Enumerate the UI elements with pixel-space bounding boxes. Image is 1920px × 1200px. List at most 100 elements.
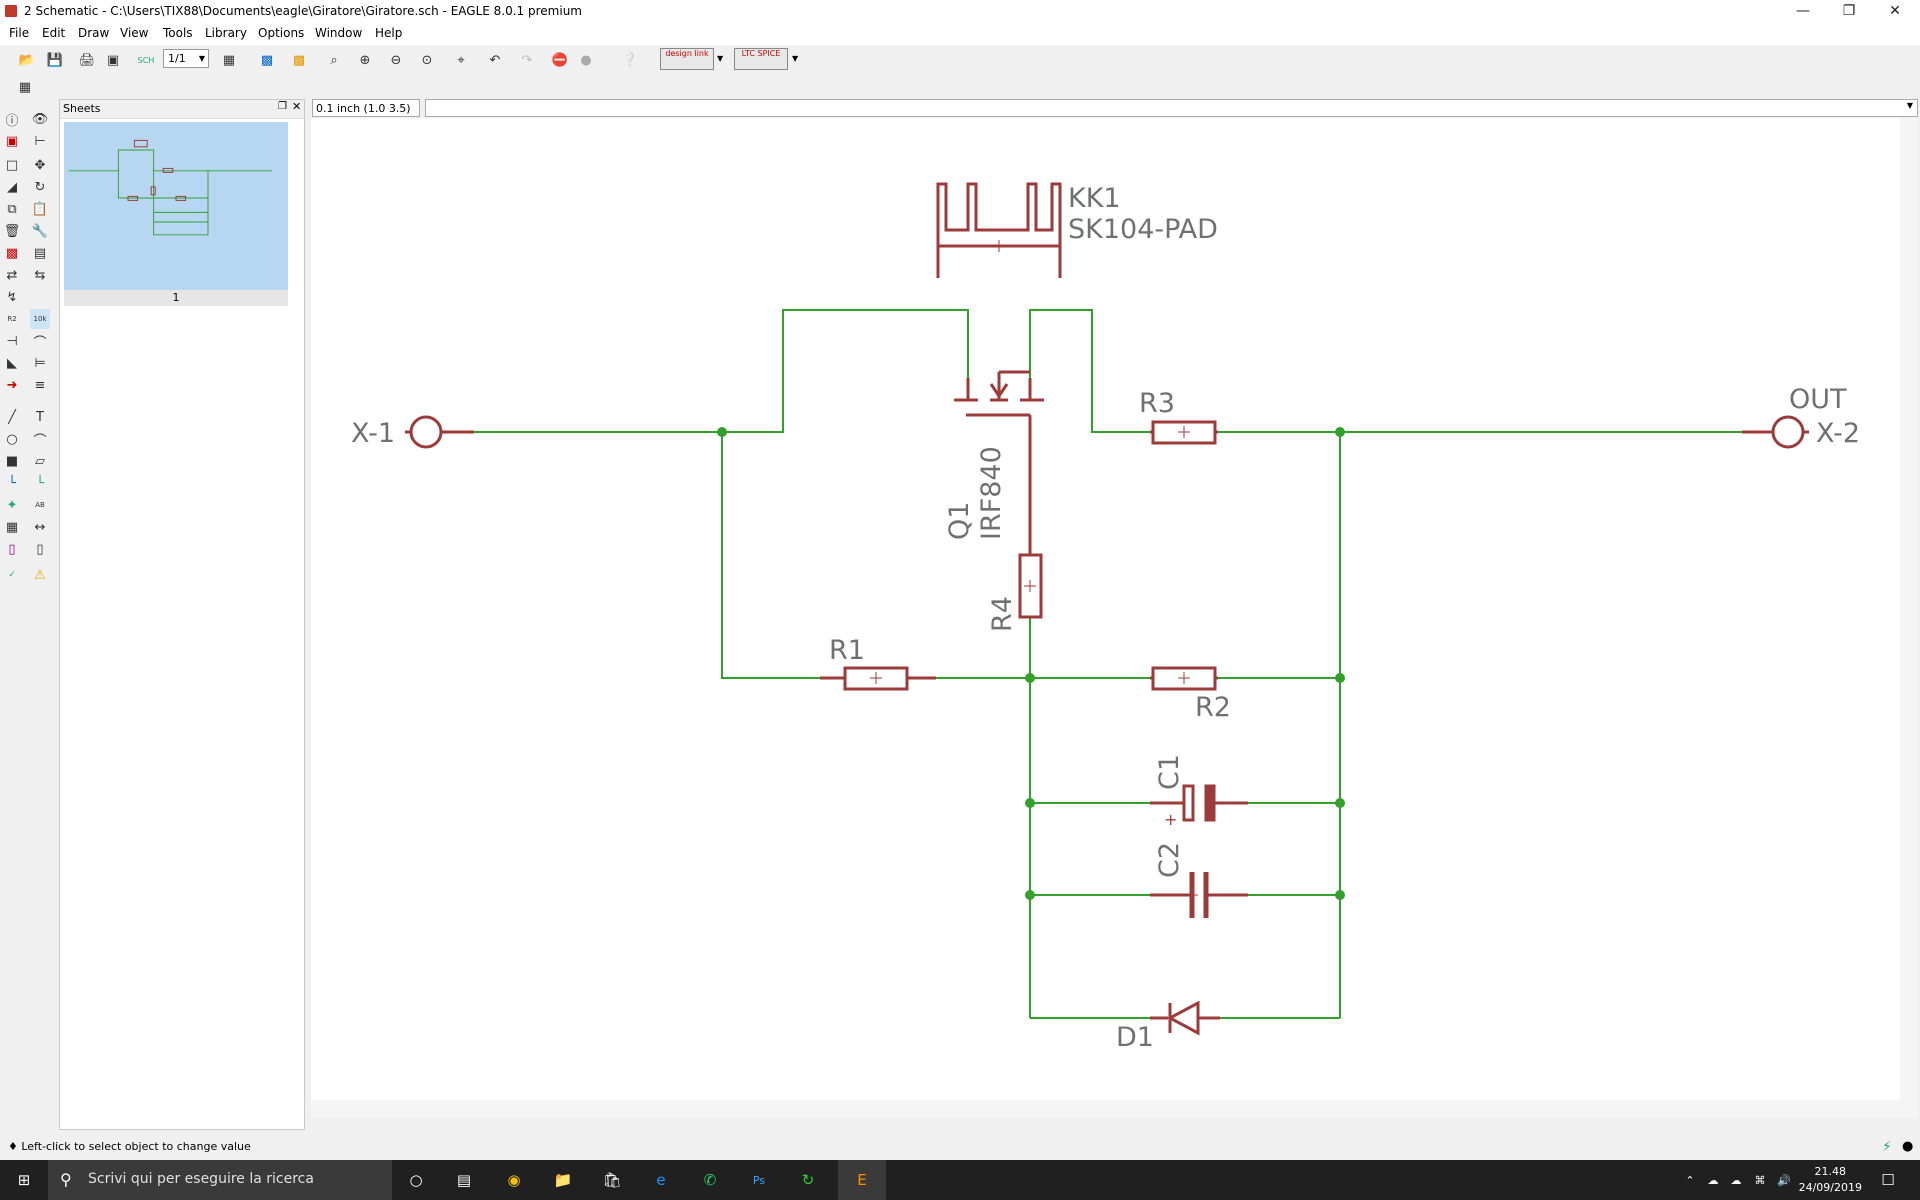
print-icon[interactable]: 🖨 [78, 52, 96, 68]
capacitor-c1-symbol[interactable] [1150, 784, 1248, 822]
pin-swap-icon[interactable]: ⇆ [34, 267, 46, 283]
whatsapp-icon[interactable]: ✆ [703, 1171, 717, 1189]
stop-icon[interactable]: ⛔ [551, 52, 569, 68]
menu-window[interactable]: Window [315, 26, 363, 40]
out-label[interactable]: OUT [1789, 384, 1847, 415]
module-icon[interactable]: ▯ [36, 541, 44, 557]
cortana-icon[interactable]: ○ [409, 1171, 423, 1189]
rotate-icon[interactable]: ↻ [34, 179, 46, 195]
junction-dot[interactable] [1335, 798, 1345, 808]
close-panel-icon[interactable]: ✕ [292, 100, 302, 113]
align-icon[interactable]: ≡ [34, 377, 46, 393]
line-icon[interactable]: ╱ [8, 409, 16, 425]
errors-icon[interactable]: ⚠ [34, 567, 46, 583]
schematic-canvas[interactable]: KK1 SK104-PAD X-1 X-2 OUT R3 R1 R2 D1 Q1… [311, 118, 1918, 1118]
undo-icon[interactable]: ↶ [489, 52, 501, 68]
rectangle-icon[interactable]: ■ [5, 453, 19, 469]
sync-icon[interactable]: ↻ [801, 1171, 815, 1189]
smash-icon[interactable]: ⊣ [6, 333, 18, 349]
connector-x2-symbol[interactable] [1742, 415, 1809, 449]
eagle-taskbar-button[interactable]: E [838, 1160, 886, 1200]
zoom-redraw-icon[interactable]: ⊙ [421, 52, 433, 68]
x1-label[interactable]: X-1 [351, 418, 395, 449]
net-icon[interactable]: └ [36, 475, 44, 491]
polygon-icon[interactable]: ▱ [35, 453, 45, 469]
menu-file[interactable]: File [9, 26, 30, 40]
junction-dot[interactable] [1335, 673, 1345, 683]
menu-view[interactable]: View [120, 26, 149, 40]
q1-name-label[interactable]: Q1 [944, 502, 975, 540]
wire[interactable] [721, 432, 820, 679]
edge-icon[interactable]: e [656, 1171, 666, 1189]
wifi-icon[interactable]: ⌘ [1754, 1173, 1766, 1187]
wire[interactable] [722, 309, 969, 433]
resistor-r4-symbol[interactable] [1018, 553, 1043, 619]
go-icon[interactable]: ● [580, 52, 592, 68]
task-view-icon[interactable]: ▤ [456, 1171, 472, 1189]
d1-label[interactable]: D1 [1116, 1022, 1154, 1053]
select-icon[interactable]: □ [5, 157, 19, 173]
zoom-select-icon[interactable]: ⌖ [457, 52, 465, 68]
menu-draw[interactable]: Draw [78, 26, 110, 40]
mirror-icon[interactable]: ◢ [7, 179, 17, 195]
r2-label[interactable]: R2 [1195, 692, 1231, 723]
change-icon[interactable]: 🔧 [31, 223, 49, 239]
text-icon[interactable]: T [36, 409, 44, 425]
minimize-icon[interactable]: — [1796, 3, 1810, 19]
bom-icon[interactable]: ▦ [222, 52, 236, 68]
sheet-select[interactable]: 1/1 ▼ [163, 49, 209, 68]
horizontal-scrollbar[interactable] [311, 1100, 1900, 1118]
junction-dot[interactable] [1025, 798, 1035, 808]
invoke-icon[interactable]: ↯ [6, 289, 18, 305]
r1-label[interactable]: R1 [829, 635, 865, 666]
frame-icon[interactable]: ▯ [8, 541, 16, 557]
dimension-icon[interactable]: ↔ [34, 519, 46, 535]
value-icon[interactable]: 10k [30, 309, 50, 329]
zoom-in-icon[interactable]: ⊕ [359, 52, 371, 68]
resistor-r2-symbol[interactable] [1150, 666, 1218, 691]
resistor-r1-symbol[interactable] [820, 666, 936, 691]
paste-icon[interactable]: 📋 [31, 201, 49, 217]
gate-swap-icon[interactable]: ⇄ [6, 267, 18, 283]
heatsink-kk1-symbol[interactable] [936, 182, 1062, 278]
sheet-number[interactable]: 1 [64, 290, 288, 306]
erc-icon[interactable]: ✓ [8, 570, 16, 580]
junction-dot[interactable] [1335, 427, 1345, 437]
save-icon[interactable]: 💾 [46, 52, 64, 68]
menu-tools[interactable]: Tools [163, 26, 193, 40]
display-layers-icon[interactable]: ▣ [5, 133, 19, 149]
q1-value-label[interactable]: IRF840 [976, 446, 1007, 540]
windows-start-icon[interactable]: ⊞ [17, 1171, 31, 1189]
restore-icon[interactable]: ❐ [1842, 3, 1856, 19]
kk1-name-label[interactable]: KK1 [1068, 183, 1121, 214]
chrome-icon[interactable]: ◉ [507, 1171, 521, 1189]
arc-icon[interactable]: ⌒ [33, 433, 47, 449]
junction-dot[interactable] [1025, 890, 1035, 900]
notifications-icon[interactable]: ☐ [1881, 1171, 1895, 1189]
move-icon[interactable]: ✥ [34, 157, 46, 173]
split-icon[interactable]: ◣ [7, 355, 17, 371]
menu-library[interactable]: Library [205, 26, 247, 40]
ulp-icon[interactable]: ▩ [292, 52, 306, 68]
delete-icon[interactable]: 🗑 [3, 223, 21, 239]
miter-icon[interactable]: ⌒ [33, 335, 47, 351]
script-icon[interactable]: ▩ [260, 52, 274, 68]
menu-help[interactable]: Help [375, 26, 403, 40]
file-explorer-icon[interactable]: 📁 [553, 1171, 573, 1189]
r4-label[interactable]: R4 [987, 596, 1018, 632]
clock[interactable]: 21.48 24/09/2019 [1799, 1164, 1862, 1196]
chevron-up-icon[interactable]: ⌃ [1685, 1173, 1695, 1187]
schematic-drawing[interactable]: KK1 SK104-PAD X-1 X-2 OUT R3 R1 R2 D1 Q1… [311, 118, 1918, 1118]
search-box[interactable]: ⚲ Scrivi qui per eseguire la ricerca [48, 1160, 392, 1200]
name-icon[interactable]: R2 [7, 315, 17, 323]
store-icon[interactable]: 🛍 [602, 1171, 622, 1189]
add-part-icon[interactable]: ▩ [5, 245, 19, 261]
redo-icon[interactable]: ↷ [521, 52, 533, 68]
chevron-down-icon[interactable]: ▼ [717, 54, 724, 63]
label-icon[interactable]: AB [35, 501, 45, 509]
bus-icon[interactable]: └ [8, 475, 16, 491]
attribute-icon[interactable]: ▦ [5, 519, 19, 535]
diode-d1-symbol[interactable] [1150, 1000, 1220, 1036]
chevron-down-icon[interactable]: ▼ [792, 54, 799, 63]
junction-dot[interactable] [1025, 673, 1035, 683]
